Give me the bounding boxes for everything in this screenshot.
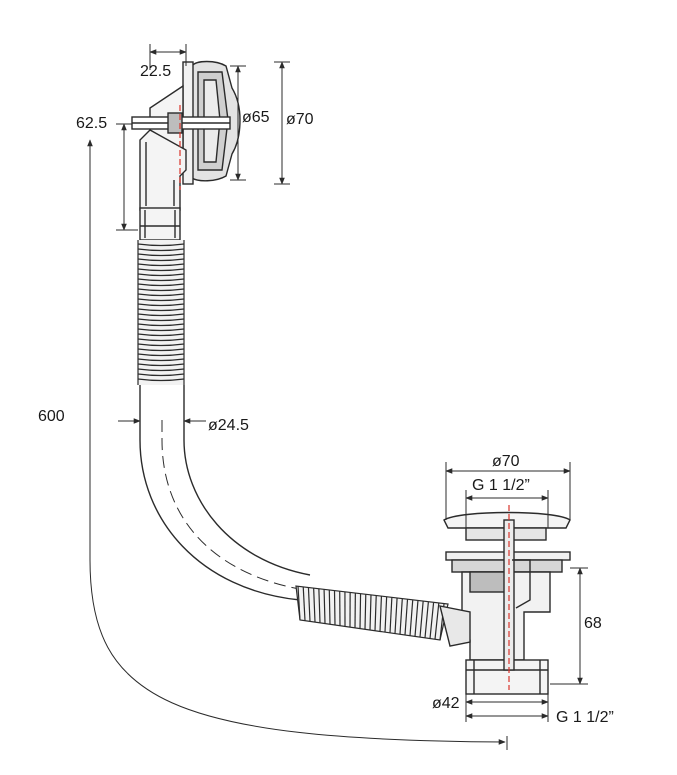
corrugated-hose-upper: [138, 240, 184, 385]
dim-hose-diameter: ø24.5: [208, 418, 249, 434]
dim-waste-height: 68: [584, 616, 602, 632]
overflow-assembly: [132, 62, 240, 241]
click-clack-waste: [440, 513, 570, 695]
dim-outlet-diameter: ø42: [432, 696, 460, 712]
dim-overflow-offset: 62.5: [76, 116, 107, 132]
dim-overflow-thickness: 22.5: [140, 64, 171, 80]
dim-overflow-diameter-65: ø65: [242, 110, 270, 126]
dim-overflow-diameter-70: ø70: [286, 112, 314, 128]
corrugated-hose-lower: [296, 586, 448, 640]
dim-waste-thread-top: G 1 1/2”: [472, 478, 530, 494]
dim-waste-diameter: ø70: [492, 454, 520, 470]
dim-hose-length: 600: [38, 409, 65, 425]
dim-outlet-thread: G 1 1/2”: [556, 710, 614, 726]
overflow-hose-coupling: [140, 208, 180, 240]
